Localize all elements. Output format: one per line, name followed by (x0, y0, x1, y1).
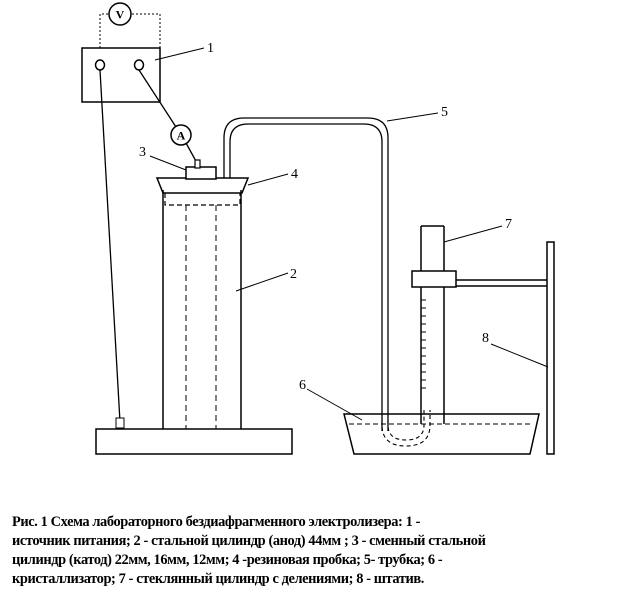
tube-bend (381, 410, 431, 447)
anode-clamp (115, 417, 125, 429)
label-5: 5 (441, 105, 448, 120)
rubber-stopper (155, 177, 250, 206)
svg-text:V: V (116, 8, 125, 22)
label-8: 8 (482, 331, 489, 346)
terminal-right (133, 59, 145, 71)
caption-line: кристаллизатор; 7 - стеклянный цилиндр с… (12, 571, 424, 587)
label-4: 4 (291, 167, 298, 182)
caption-line: Рис. 1 Схема лабораторного бездиафрагмен… (12, 514, 420, 530)
terminal-left (94, 59, 106, 71)
electrolyzer-diagram: V A (81, 2, 555, 455)
graduations (421, 299, 426, 389)
graduated-cylinder (420, 225, 445, 424)
label-7: 7 (505, 217, 512, 232)
leader-lines (149, 47, 549, 421)
voltmeter: V (108, 2, 132, 26)
voltmeter-wiring (99, 13, 161, 48)
tube (223, 117, 389, 431)
caption-line: источник питания; 2 - стальной цилиндр (… (12, 533, 486, 549)
power-source (81, 47, 161, 103)
figure-caption: Рис. 1 Схема лабораторного бездиафрагмен… (12, 513, 630, 589)
base-plate (95, 428, 293, 455)
crystallizer (343, 413, 540, 455)
stand (411, 241, 555, 455)
caption-line: цилиндр (катод) 22мм, 16мм, 12мм; 4 -рез… (12, 552, 443, 568)
wire-cathode-upper (138, 69, 177, 128)
label-3: 3 (139, 145, 146, 160)
label-2: 2 (290, 267, 297, 282)
anode-cylinder (162, 190, 242, 429)
wire-anode (99, 69, 121, 423)
label-6: 6 (299, 378, 306, 393)
label-1: 1 (207, 41, 214, 56)
part-labels: 1 2 3 4 5 6 7 8 (139, 41, 512, 393)
svg-text:A: A (177, 129, 186, 143)
cathode-cylinder (185, 159, 217, 429)
ammeter: A (170, 124, 192, 146)
